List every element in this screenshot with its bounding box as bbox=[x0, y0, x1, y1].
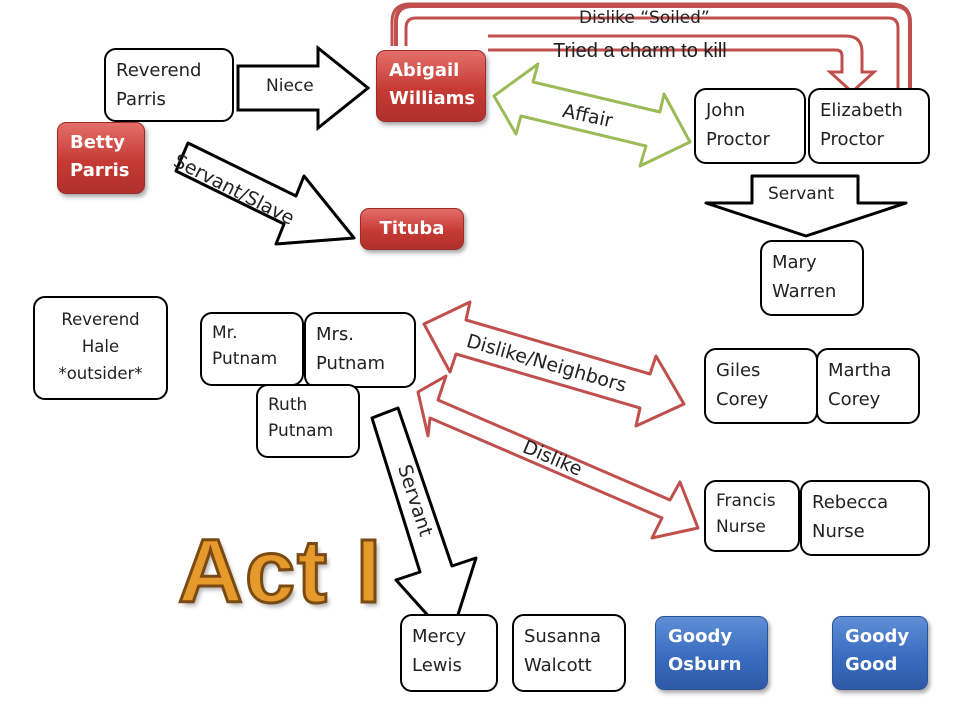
servant-proctor-arrow bbox=[704, 174, 908, 238]
node-elizabeth-proctor: Elizabeth Proctor bbox=[808, 88, 930, 164]
node-abigail-williams: Abigail Williams bbox=[376, 50, 486, 122]
node-goody-good: Goody Good bbox=[832, 616, 928, 690]
node-mary-warren: Mary Warren bbox=[760, 240, 864, 316]
node-mr-putnam: Mr. Putnam bbox=[200, 312, 304, 386]
label-servant-proctor: Servant bbox=[768, 184, 835, 204]
dislike-arrow bbox=[416, 374, 700, 540]
node-tituba: Tituba bbox=[360, 208, 464, 250]
node-reverend-hale: Reverend Hale *outsider* bbox=[33, 296, 168, 400]
node-martha-corey: Martha Corey bbox=[816, 348, 920, 424]
servant-slave-arrow bbox=[174, 141, 356, 246]
node-francis-nurse: Francis Nurse bbox=[704, 480, 800, 552]
node-rebecca-nurse: Rebecca Nurse bbox=[800, 480, 930, 556]
niece-arrow bbox=[236, 44, 371, 132]
node-mercy-lewis: Mercy Lewis bbox=[400, 614, 498, 692]
act-title: Act I bbox=[176, 521, 384, 624]
label-dislike-soiled: Dislike “Soiled” bbox=[579, 8, 710, 28]
dislike-neighbors-arrow bbox=[422, 300, 686, 428]
node-giles-corey: Giles Corey bbox=[704, 348, 818, 424]
node-betty-parris: Betty Parris bbox=[57, 122, 145, 194]
node-goody-osburn: Goody Osburn bbox=[655, 616, 768, 690]
node-reverend-parris: Reverend Parris bbox=[104, 48, 234, 122]
affair-arrow bbox=[492, 62, 692, 168]
label-niece: Niece bbox=[266, 76, 314, 96]
node-susanna-walcott: Susanna Walcott bbox=[512, 614, 626, 692]
servant-putnam-arrow bbox=[370, 406, 478, 642]
node-ruth-putnam: Ruth Putnam bbox=[256, 384, 360, 458]
node-mrs-putnam: Mrs. Putnam bbox=[304, 312, 416, 388]
label-tried-charm: Tried a charm to kill bbox=[553, 40, 727, 62]
node-john-proctor: John Proctor bbox=[694, 88, 806, 164]
